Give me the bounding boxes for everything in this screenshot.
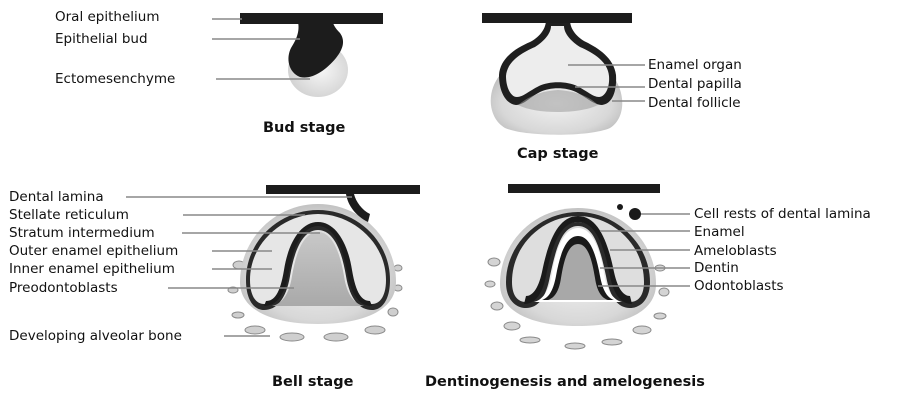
caption-dentinogenesis-amelogenesis: Dentinogenesis and amelogenesis	[425, 374, 705, 390]
label-epithelial-bud: Epithelial bud	[55, 31, 148, 47]
label-inner-enamel-epithelium: Inner enamel epithelium	[9, 261, 175, 277]
label-cell-rests-dental-lamina: Cell rests of dental lamina	[694, 206, 871, 222]
label-stratum-intermedium: Stratum intermedium	[9, 225, 155, 241]
caption-bell-stage: Bell stage	[272, 374, 353, 390]
label-enamel-organ: Enamel organ	[648, 57, 742, 73]
cell-rest-small	[617, 204, 623, 210]
dentinogenesis-figure	[485, 184, 690, 349]
bell-oral-epithelium	[266, 185, 420, 194]
bud-stage-figure	[212, 13, 383, 97]
label-dental-papilla: Dental papilla	[648, 76, 742, 92]
caption-cap-stage: Cap stage	[517, 146, 598, 162]
label-dentin: Dentin	[694, 260, 739, 276]
dentino-oral-epithelium	[508, 184, 660, 193]
label-ameloblasts: Ameloblasts	[694, 243, 777, 259]
cell-rest-large	[629, 208, 641, 220]
label-developing-alveolar-bone: Developing alveolar bone	[9, 328, 182, 344]
label-ectomesenchyme: Ectomesenchyme	[55, 71, 175, 87]
label-odontoblasts: Odontoblasts	[694, 278, 784, 294]
label-preodontoblasts: Preodontoblasts	[9, 280, 118, 296]
caption-bud-stage: Bud stage	[263, 120, 345, 136]
label-dental-follicle: Dental follicle	[648, 95, 741, 111]
label-stellate-reticulum: Stellate reticulum	[9, 207, 129, 223]
label-outer-enamel-epithelium: Outer enamel epithelium	[9, 243, 178, 259]
label-enamel: Enamel	[694, 224, 745, 240]
cap-oral-epithelium	[482, 13, 632, 23]
cap-stage-figure	[482, 13, 645, 135]
label-oral-epithelium: Oral epithelium	[55, 9, 159, 25]
label-dental-lamina: Dental lamina	[9, 189, 104, 205]
